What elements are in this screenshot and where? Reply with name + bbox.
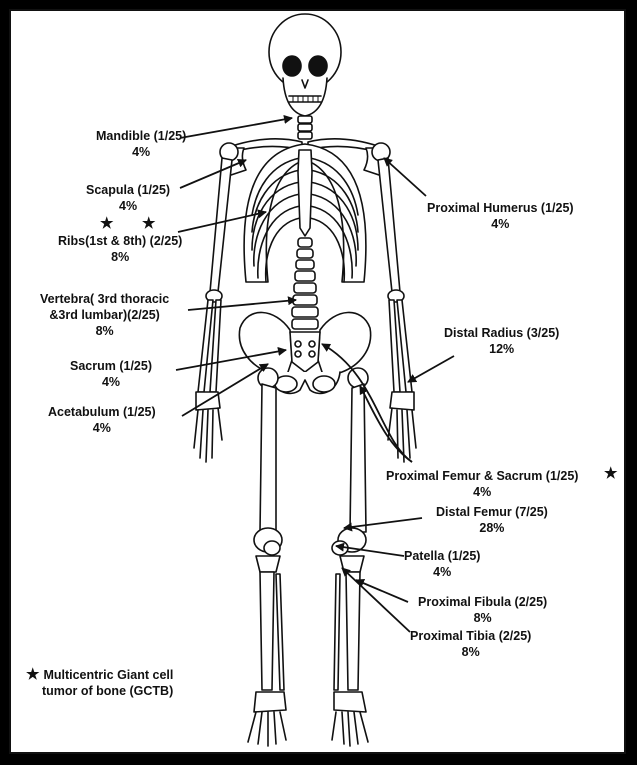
legend: ★ Multicentric Giant cell tumor of bone (… bbox=[26, 667, 173, 699]
label-distal-femur: Distal Femur (7/25) 28% bbox=[436, 504, 548, 536]
label-vertebra-line2: &3rd lumbar)(2/25) bbox=[40, 307, 169, 323]
label-vertebra-line1: Vertebra( 3rd thoracic bbox=[40, 291, 169, 307]
label-sacrum-pct: 4% bbox=[70, 374, 152, 390]
legend-star-icon: ★ bbox=[26, 666, 39, 683]
label-proximal-tibia: Proximal Tibia (2/25) 8% bbox=[410, 628, 531, 660]
label-scapula-name: Scapula (1/25) bbox=[86, 183, 170, 197]
arrow-vertebra bbox=[188, 300, 296, 310]
label-distal-radius-pct: 12% bbox=[444, 341, 559, 357]
label-proximal-tibia-pct: 8% bbox=[410, 644, 531, 660]
legend-line-1: ★ Multicentric Giant cell bbox=[26, 667, 173, 683]
label-acetabulum-pct: 4% bbox=[48, 420, 156, 436]
label-acetabulum: Acetabulum (1/25) 4% bbox=[48, 404, 156, 436]
label-mandible-pct: 4% bbox=[96, 144, 186, 160]
label-proximal-tibia-name: Proximal Tibia (2/25) bbox=[410, 629, 531, 643]
label-sacrum-name: Sacrum (1/25) bbox=[70, 359, 152, 373]
label-acetabulum-name: Acetabulum (1/25) bbox=[48, 405, 156, 419]
star-proximal-femur-sacrum: ★ bbox=[604, 466, 617, 482]
label-vertebra-pct: 8% bbox=[40, 323, 169, 339]
arrow-acetabulum bbox=[182, 364, 268, 416]
left-leg bbox=[248, 368, 286, 746]
label-mandible: Mandible (1/25) 4% bbox=[96, 128, 186, 160]
label-patella-pct: 4% bbox=[404, 564, 480, 580]
label-proximal-femur-sacrum: Proximal Femur & Sacrum (1/25) 4% bbox=[386, 468, 578, 500]
label-distal-femur-name: Distal Femur (7/25) bbox=[436, 505, 548, 519]
label-patella-name: Patella (1/25) bbox=[404, 549, 480, 563]
label-ribs: Ribs(1st & 8th) (2/25) 8% bbox=[58, 233, 182, 265]
skull bbox=[269, 14, 341, 116]
label-distal-femur-pct: 28% bbox=[436, 520, 548, 536]
label-proximal-humerus-name: Proximal Humerus (1/25) bbox=[427, 201, 574, 215]
right-leg bbox=[332, 368, 368, 746]
legend-text-1: Multicentric Giant cell bbox=[43, 668, 173, 682]
label-vertebra: Vertebra( 3rd thoracic &3rd lumbar)(2/25… bbox=[40, 291, 169, 339]
label-scapula: Scapula (1/25) 4% bbox=[86, 182, 170, 214]
label-scapula-pct: 4% bbox=[86, 198, 170, 214]
label-distal-radius-name: Distal Radius (3/25) bbox=[444, 326, 559, 340]
legend-text-2: tumor of bone (GCTB) bbox=[26, 683, 173, 699]
arrow-proximal-fibula bbox=[356, 580, 408, 602]
label-proximal-fibula: Proximal Fibula (2/25) 8% bbox=[418, 594, 547, 626]
arrow-distal-radius bbox=[408, 356, 454, 382]
label-ribs-name: Ribs(1st & 8th) (2/25) bbox=[58, 234, 182, 248]
arrow-mandible bbox=[180, 118, 292, 138]
label-proximal-humerus: Proximal Humerus (1/25) 4% bbox=[427, 200, 574, 232]
cervical-spine bbox=[298, 116, 312, 139]
label-proximal-femur-sacrum-pct: 4% bbox=[386, 484, 578, 500]
label-sacrum: Sacrum (1/25) 4% bbox=[70, 358, 152, 390]
label-proximal-femur-sacrum-name: Proximal Femur & Sacrum (1/25) bbox=[386, 469, 578, 483]
left-arm bbox=[194, 143, 238, 462]
spine bbox=[292, 238, 318, 329]
label-mandible-name: Mandible (1/25) bbox=[96, 129, 186, 143]
label-proximal-humerus-pct: 4% bbox=[427, 216, 574, 232]
label-proximal-fibula-pct: 8% bbox=[418, 610, 547, 626]
label-patella: Patella (1/25) 4% bbox=[404, 548, 480, 580]
label-distal-radius: Distal Radius (3/25) 12% bbox=[444, 325, 559, 357]
label-proximal-fibula-name: Proximal Fibula (2/25) bbox=[418, 595, 547, 609]
label-ribs-pct: 8% bbox=[58, 249, 182, 265]
star-rib-8th: ★ bbox=[142, 216, 155, 232]
star-rib-1st: ★ bbox=[100, 216, 113, 232]
